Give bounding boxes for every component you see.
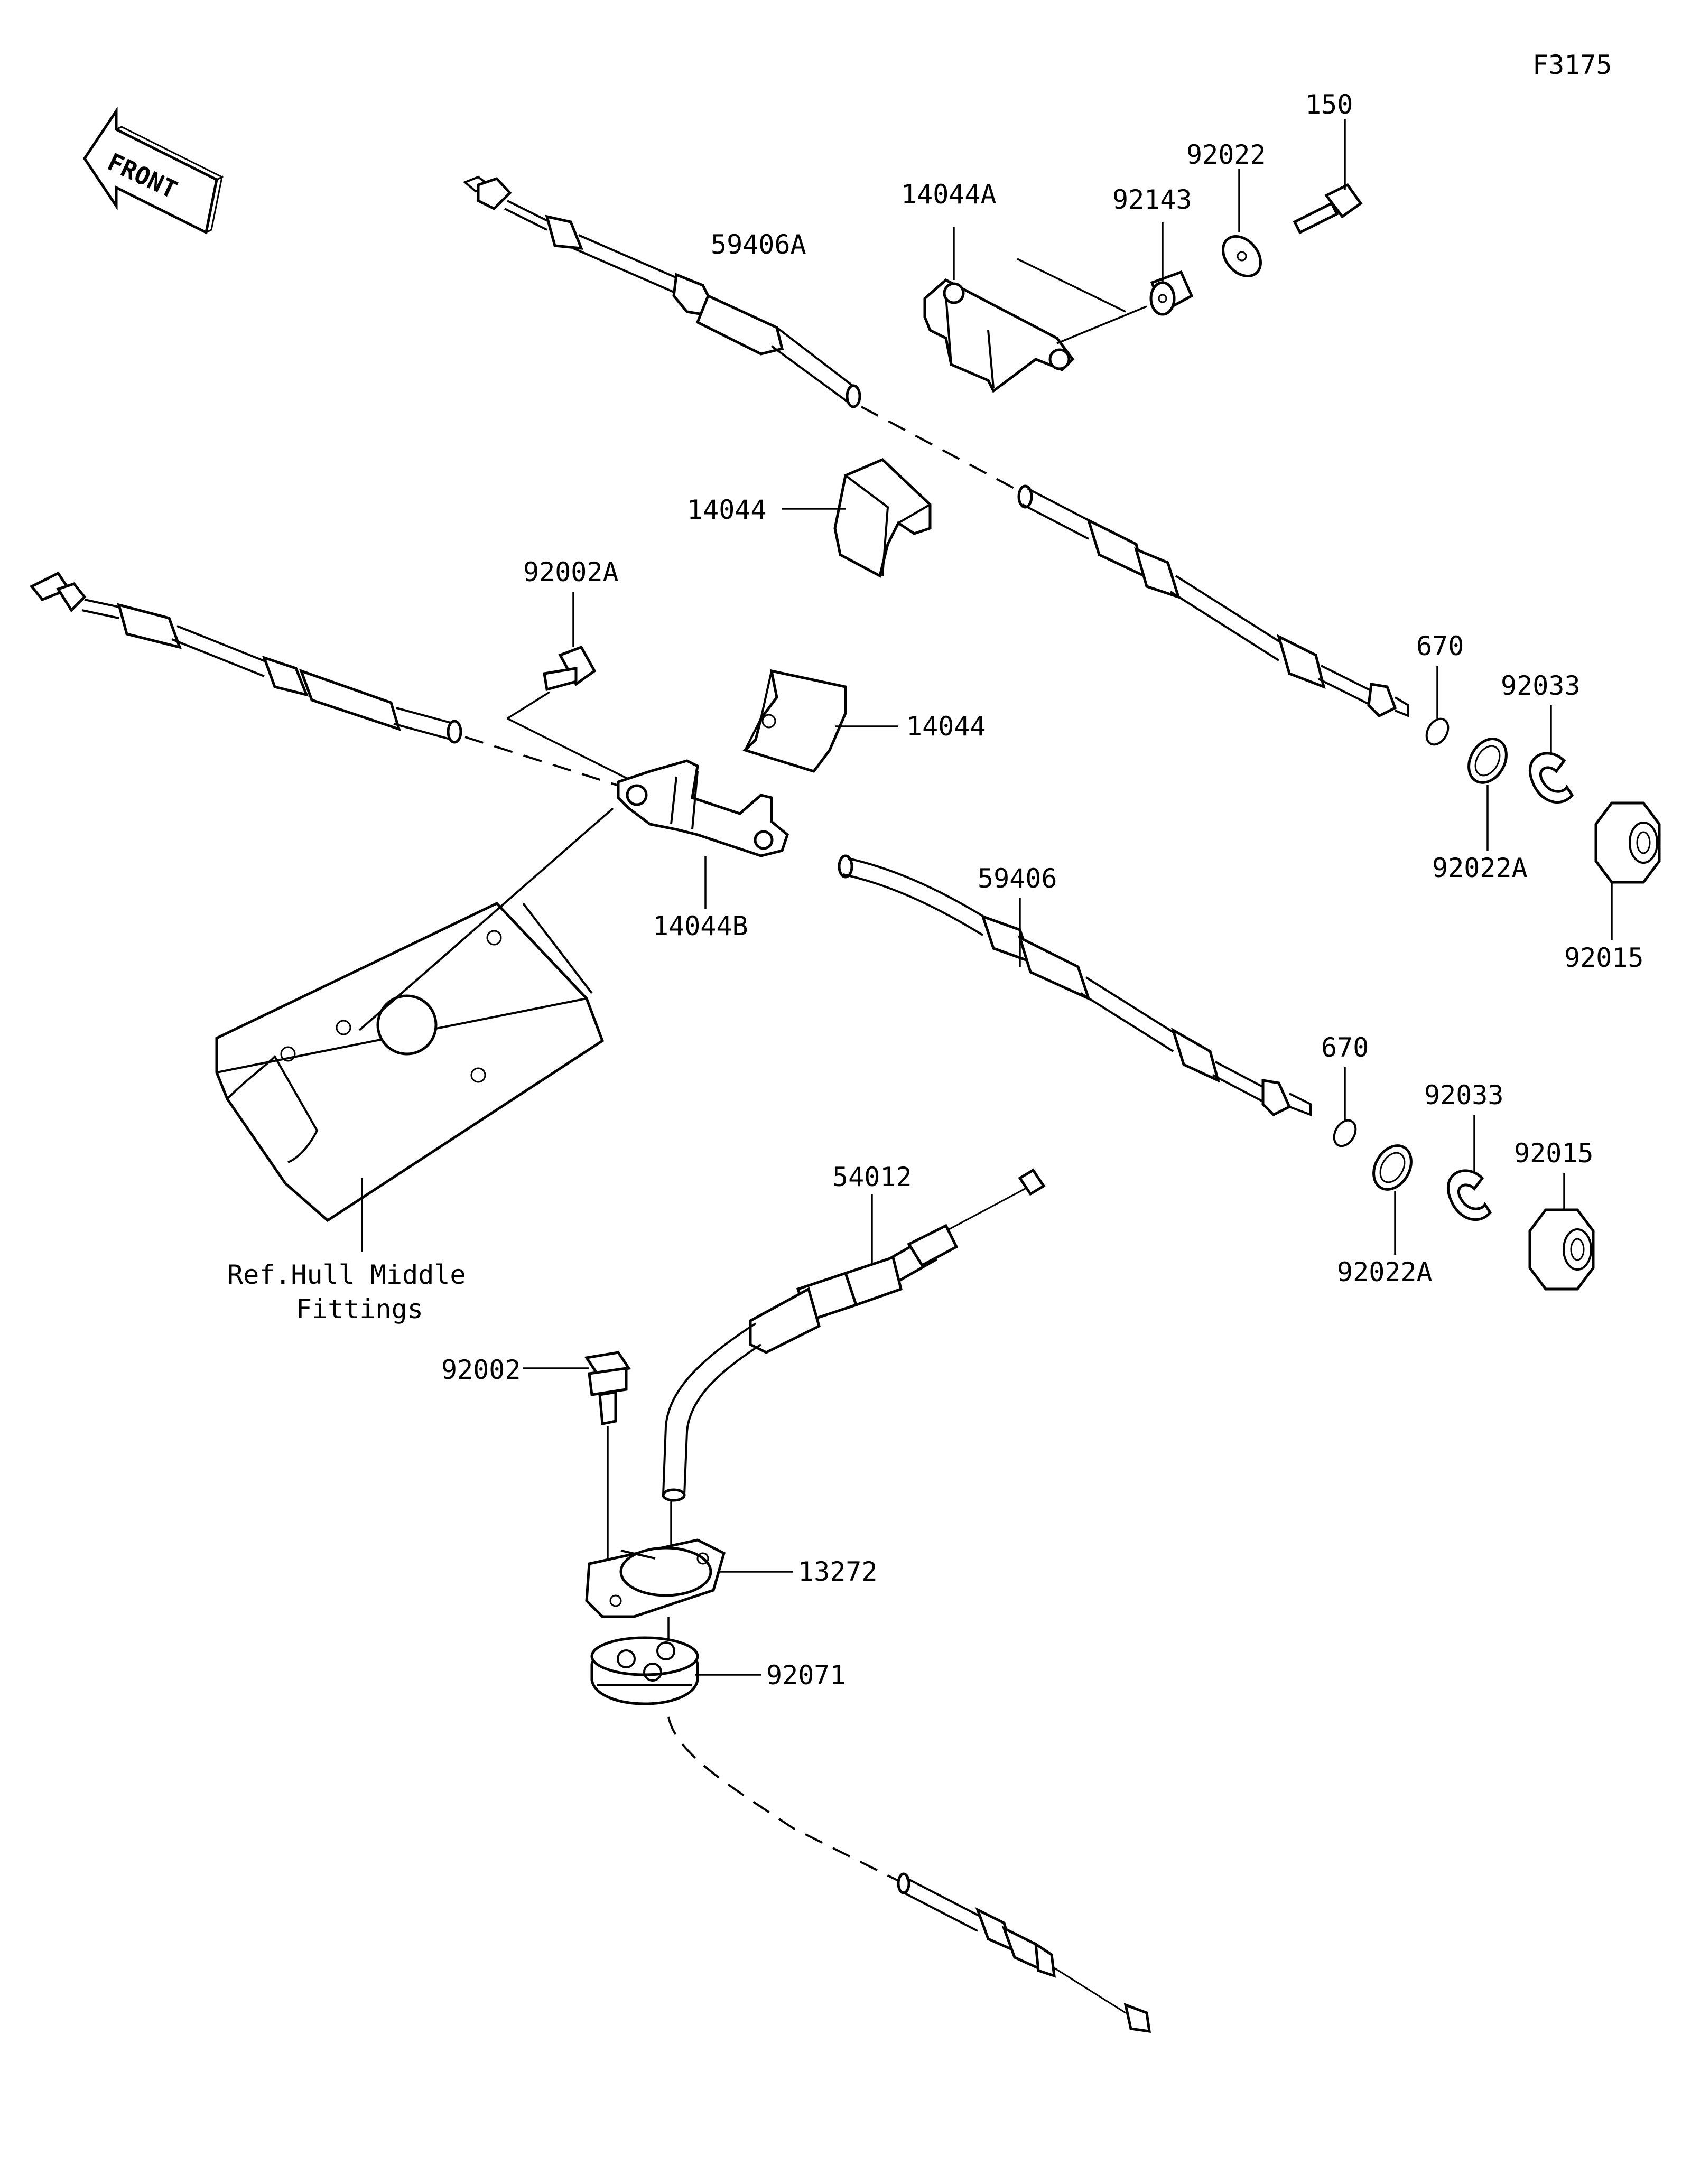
cable-54012: [662, 1168, 1046, 1502]
grommet-92143: [1149, 270, 1194, 316]
washer-92022A-b: [1372, 1144, 1413, 1191]
label-92143: 92143: [1112, 184, 1192, 215]
hull-panel-reference: [215, 807, 614, 1222]
label-92033-a: 92033: [1501, 670, 1581, 701]
label-92022A-a: 92022A: [1432, 853, 1528, 883]
nut-92015-a: [1594, 801, 1661, 884]
label-92015-a: 92015: [1564, 942, 1644, 973]
label-92002A: 92002A: [523, 557, 619, 587]
clip-14044-mid: [742, 669, 847, 773]
cable-59406-left: [30, 571, 462, 744]
washer-92022A-a: [1467, 738, 1508, 784]
label-59406A: 59406A: [711, 229, 806, 260]
label-54012: 54012: [832, 1162, 912, 1192]
label-92022: 92022: [1186, 139, 1266, 170]
label-14044A: 14044A: [901, 179, 997, 210]
washer-92022: [1222, 235, 1262, 278]
label-150: 150: [1305, 89, 1353, 120]
cable-59406A-right: [1017, 484, 1409, 718]
bolt-92002: [584, 1351, 631, 1425]
label-14044-top: 14044: [687, 494, 767, 525]
label-92071: 92071: [766, 1660, 846, 1691]
label-14044-mid: 14044: [906, 711, 986, 742]
ref-note-line2: Fittings: [296, 1294, 423, 1324]
plate-13272: [585, 1538, 726, 1618]
label-59406: 59406: [978, 863, 1057, 894]
front-arrow-icon: FRONT: [82, 106, 224, 235]
figure-code: F3175: [1532, 50, 1612, 80]
lock-washer-92033-a: [1528, 752, 1574, 804]
bolt-150: [1293, 183, 1363, 235]
o-ring-670-a: [1425, 717, 1450, 746]
clamp-14044A: [923, 278, 1075, 393]
o-ring-670-b: [1333, 1119, 1357, 1147]
cable-59406-right: [838, 854, 1312, 1117]
bracket-14044B: [617, 759, 789, 857]
cable-54012-end: [897, 1872, 1151, 2033]
grommet-92071: [590, 1636, 699, 1705]
label-92022A-b: 92022A: [1337, 1257, 1433, 1287]
clip-14044-top: [833, 458, 932, 578]
label-92033-b: 92033: [1424, 1080, 1504, 1110]
nut-92015-b: [1528, 1208, 1595, 1291]
label-670-a: 670: [1416, 631, 1464, 661]
label-92015-b: 92015: [1514, 1138, 1594, 1169]
label-92002: 92002: [441, 1355, 521, 1385]
label-670-b: 670: [1321, 1032, 1369, 1063]
cable-59406A: [463, 175, 861, 408]
label-13272: 13272: [798, 1556, 878, 1587]
lock-washer-92033-b: [1446, 1169, 1492, 1221]
ref-note-line1: Ref.Hull Middle: [227, 1259, 466, 1290]
label-14044B: 14044B: [653, 911, 748, 941]
bolt-92002A: [543, 645, 597, 692]
